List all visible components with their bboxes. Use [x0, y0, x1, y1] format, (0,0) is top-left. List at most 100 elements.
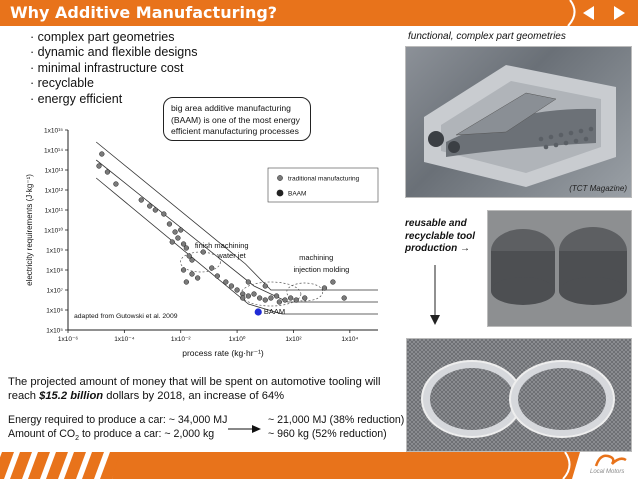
- data-point: [273, 293, 280, 299]
- chart-annotation: water jet: [216, 251, 246, 260]
- chart-annotation: injection molding: [293, 265, 349, 274]
- y-tick-label: 1x10¹¹: [45, 208, 64, 215]
- footer-bar: [0, 452, 638, 479]
- data-point: [200, 249, 206, 255]
- data-point: [172, 229, 178, 235]
- data-point: [321, 285, 328, 291]
- data-point: [186, 253, 192, 259]
- data-point: [262, 297, 268, 303]
- injection-molding-region: [286, 282, 324, 302]
- chart-annotation: machining: [299, 253, 333, 262]
- x-tick-label: 1x10⁴: [341, 336, 358, 343]
- y-tick-label: 1x10⁹: [46, 248, 63, 255]
- data-point: [166, 221, 173, 227]
- chart-annotation: finish machining: [195, 241, 249, 250]
- arrow-down-icon: [430, 265, 440, 325]
- data-point: [180, 241, 187, 247]
- x-tick-label: 1x10²: [285, 336, 302, 343]
- x-tick-label: 1x10⁻⁴: [114, 336, 135, 343]
- data-point: [183, 245, 190, 251]
- tool-photo: [487, 210, 632, 327]
- data-point: [169, 239, 175, 245]
- data-point: [228, 283, 235, 289]
- highlight-amount: $15.2 billion: [39, 389, 104, 402]
- data-point: [245, 279, 252, 285]
- envelope-line: [95, 159, 378, 303]
- energy-labels: Energy required to produce a car: ~ 34,0…: [8, 414, 227, 445]
- list-item: complex part geometries: [30, 30, 197, 45]
- data-point: [293, 297, 299, 303]
- data-point: [147, 203, 153, 209]
- header-curve-decoration: [567, 0, 576, 26]
- list-item: energy efficient: [30, 92, 197, 107]
- legend-marker-traditional: [277, 175, 283, 181]
- data-point: [194, 275, 201, 281]
- mold-photo: [406, 338, 632, 452]
- data-point: [104, 169, 111, 175]
- y-tick-label: 1x10⁸: [46, 268, 63, 275]
- logo-text: Local Motors: [590, 469, 625, 475]
- y-tick-label: 1x10¹⁴: [44, 148, 63, 155]
- local-motors-logo: Local Motors: [586, 452, 636, 479]
- x-tick-label: 1x10⁻⁶: [58, 336, 79, 343]
- data-point: [189, 257, 195, 263]
- baam-callout: big area additive manufacturing (BAAM) i…: [163, 97, 311, 141]
- data-point: [262, 283, 268, 289]
- list-item: dynamic and flexible designs: [30, 45, 198, 60]
- data-point: [183, 279, 190, 285]
- co2-label-post: to produce a car: ~ 2,000 kg: [79, 427, 215, 440]
- tool-caption-text: reusable and recyclable tool production: [405, 218, 476, 254]
- co2-subscript: 2: [75, 434, 80, 442]
- data-point: [96, 163, 102, 169]
- chart-annotation: BAAM: [264, 307, 285, 316]
- header-bar: Why Additive Manufacturing?: [0, 0, 638, 26]
- data-point: [234, 287, 240, 293]
- complex-part-photo: (TCT Magazine): [405, 46, 632, 198]
- data-point: [287, 295, 294, 301]
- data-point: [113, 181, 119, 187]
- data-point: [178, 227, 184, 233]
- finish-machining-region: [180, 251, 221, 273]
- list-item: minimal infrastructure cost: [30, 61, 197, 76]
- data-point: [223, 279, 229, 285]
- data-point: [268, 295, 274, 301]
- list-item: recyclable: [30, 76, 197, 91]
- co2-result: ~ 960 kg (52% reduction): [268, 427, 387, 440]
- data-point: [330, 279, 336, 285]
- triangle-left-icon[interactable]: [578, 2, 600, 24]
- data-point: [161, 211, 167, 217]
- data-point: [240, 295, 246, 301]
- energy-label: Energy required to produce a car: ~ 34,0…: [8, 414, 228, 426]
- x-axis-label: process rate (kg·hr⁻¹): [182, 348, 264, 358]
- arrow-right-icon: [228, 425, 261, 433]
- data-point: [189, 271, 195, 277]
- legend-marker-baam: [276, 189, 284, 197]
- page-title: Why Additive Manufacturing?: [10, 3, 278, 22]
- baam-point: [254, 308, 262, 316]
- y-tick-label: 1x10¹³: [45, 168, 64, 175]
- legend-label-traditional: traditional manufacturing: [288, 176, 360, 183]
- benefits-list: complex part geometries dynamic and flex…: [30, 30, 198, 107]
- y-tick-label: 1x10¹⁰: [44, 227, 63, 235]
- energy-result: ~ 21,000 MJ (38% reduction): [268, 414, 405, 426]
- data-point: [214, 273, 221, 279]
- chart-source-note: adapted from Gutowski et al. 2009: [74, 313, 178, 320]
- arrow-right-icon: →: [460, 243, 470, 254]
- energy-vs-rate-chart: 1x10¹⁵1x10¹⁴1x10¹³1x10¹²1x10¹¹1x10¹⁰1x10…: [25, 128, 379, 358]
- co2-label: Amount of CO2 to produce a car: ~ 2,000 …: [8, 428, 227, 446]
- data-point: [152, 207, 159, 213]
- top-photo-caption: functional, complex part geometries: [408, 31, 566, 42]
- y-tick-label: 1x10⁷: [47, 288, 64, 295]
- data-point: [245, 293, 252, 299]
- y-tick-label: 1x10⁶: [46, 308, 63, 315]
- legend-label-baam: BAAM: [288, 191, 306, 198]
- y-tick-label: 1x10⁵: [46, 328, 63, 335]
- tooling-projection-text: The projected amount of money that will …: [8, 376, 388, 404]
- data-point: [175, 235, 181, 241]
- triangle-right-icon[interactable]: [608, 2, 630, 24]
- paragraph-after: dollars by 2018, an increase of 64%: [103, 389, 285, 402]
- legend-box: [267, 167, 379, 203]
- energy-results: ~ 21,000 MJ (38% reduction) ~ 960 kg (52…: [268, 414, 404, 441]
- x-tick-label: 1x10⁰: [229, 335, 246, 343]
- y-axis-label: electricity requirements (J·kg⁻¹): [25, 174, 34, 286]
